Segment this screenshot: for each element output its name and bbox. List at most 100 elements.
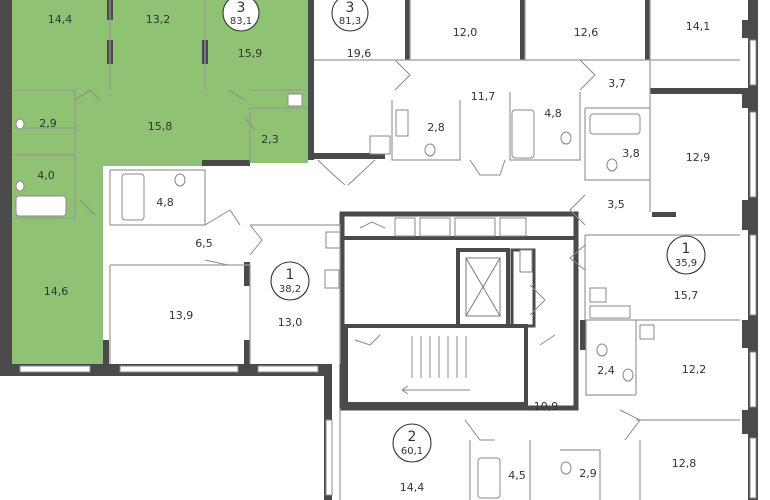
apartment-badge[interactable]: 1 35,9 — [666, 235, 706, 275]
area-label: 15,7 — [674, 289, 699, 302]
apartment-badge[interactable]: 2 60,1 — [392, 423, 432, 463]
apartment-badge[interactable]: 3 81,3 — [331, 0, 369, 32]
area-label: 2,8 — [427, 121, 445, 134]
window — [749, 234, 757, 316]
badge-circle — [222, 0, 260, 32]
area-label: 12,2 — [682, 363, 707, 376]
total-area: 35,9 — [675, 258, 697, 269]
doors — [74, 59, 641, 441]
total-area: 81,3 — [339, 16, 361, 27]
toilet — [560, 131, 572, 145]
room-count: 3 — [237, 0, 246, 16]
room-count: 3 — [346, 0, 355, 16]
area-label: 14,1 — [686, 20, 711, 33]
area-label: 13,9 — [169, 309, 194, 322]
area-label: 2,9 — [39, 117, 57, 130]
sink — [287, 93, 303, 107]
partition — [109, 264, 251, 364]
window — [749, 111, 757, 198]
toilet — [15, 180, 25, 192]
sink — [325, 231, 341, 249]
area-label: 14,4 — [400, 481, 425, 494]
highlighted-apartment[interactable] — [12, 0, 308, 370]
shaft — [394, 217, 416, 237]
room-partitions — [12, 0, 740, 500]
wall-segment — [202, 160, 250, 166]
sink — [519, 249, 533, 273]
area-label: 13,2 — [146, 13, 171, 26]
wall-segment — [742, 88, 748, 108]
bathtub — [511, 109, 535, 159]
window — [257, 365, 319, 373]
sink — [639, 324, 655, 340]
door-swing — [204, 209, 386, 266]
area-label: 3,5 — [607, 198, 625, 211]
building-core — [339, 211, 579, 411]
bathtub — [477, 457, 501, 499]
elevator-cross — [465, 257, 501, 317]
wall-segment — [520, 0, 525, 60]
partition — [12, 90, 251, 220]
wall-segment — [103, 340, 109, 364]
total-area: 60,1 — [401, 446, 423, 457]
wall-segment — [742, 20, 748, 38]
area-labels: 14,4 13,2 15,9 15,8 2,9 4,0 2,3 14,6 19,… — [37, 13, 710, 494]
badge-circle — [666, 235, 706, 275]
window — [749, 437, 757, 499]
toilet — [596, 343, 608, 357]
window — [749, 39, 757, 86]
apartment-badge[interactable]: 1 38,2 — [270, 261, 310, 301]
highlighted-apartment-area[interactable] — [12, 0, 308, 370]
windows — [19, 39, 757, 499]
area-label: 4,5 — [508, 469, 526, 482]
wall-segment — [650, 88, 748, 94]
wall-segment — [742, 200, 748, 230]
stair-arrow — [401, 385, 409, 395]
area-label: 15,9 — [238, 47, 263, 60]
partition — [314, 0, 740, 212]
window — [119, 365, 239, 373]
staircase — [344, 324, 528, 406]
sink — [395, 109, 409, 137]
area-label: 12,6 — [574, 26, 599, 39]
wall-segment — [405, 0, 410, 60]
area-label: 12,9 — [686, 151, 711, 164]
area-label: 14,4 — [48, 13, 73, 26]
area-label: 2,4 — [597, 364, 615, 377]
bathtub — [15, 195, 67, 217]
stair-steps — [411, 336, 467, 378]
wall-segment — [244, 340, 250, 364]
toilet — [560, 461, 572, 475]
door-swing — [249, 224, 263, 256]
area-label: 3,8 — [622, 147, 640, 160]
partition — [339, 408, 641, 500]
badge-circle — [331, 0, 369, 32]
wall-segment — [6, 128, 12, 144]
area-label: 10,9 — [534, 400, 559, 413]
room-count: 1 — [682, 241, 691, 257]
area-label: 2,9 — [579, 467, 597, 480]
area-label: 3,7 — [608, 77, 626, 90]
door-swing — [317, 159, 376, 186]
wall-segment — [6, 200, 12, 216]
west-wall — [0, 0, 12, 376]
door-swing — [464, 409, 641, 441]
partition — [584, 107, 740, 320]
shaft — [419, 217, 451, 237]
window — [325, 419, 333, 496]
sink — [589, 287, 607, 303]
bathroom-fixtures — [15, 93, 655, 499]
toilet — [174, 173, 186, 187]
door-swing — [74, 89, 256, 216]
apartment-badge[interactable]: 3 83,1 — [222, 0, 260, 32]
wall-segment — [310, 153, 385, 159]
area-label: 19,6 — [347, 47, 372, 60]
room-count: 1 — [286, 267, 295, 283]
area-label: 4,8 — [544, 107, 562, 120]
total-area: 38,2 — [279, 284, 301, 295]
door-swing — [354, 284, 556, 346]
window — [749, 351, 757, 408]
total-area: 83,1 — [230, 16, 252, 27]
area-label: 4,0 — [37, 169, 55, 182]
partition — [585, 319, 740, 421]
